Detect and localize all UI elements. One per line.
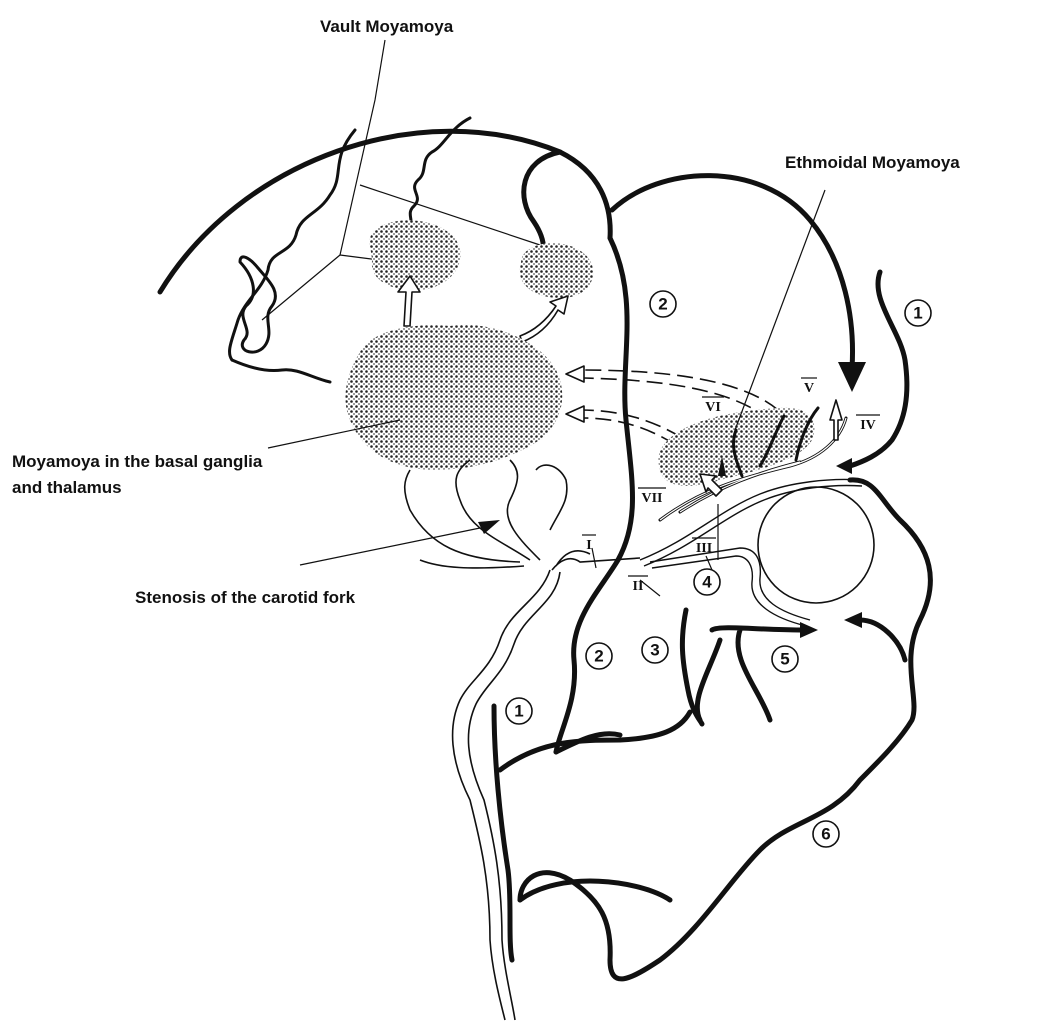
marker-1-top: 1 — [905, 300, 931, 326]
ethmoidal-moyamoya-patch — [658, 408, 814, 486]
artery-middle-meningeal-arc — [612, 176, 853, 368]
vault-moyamoya-patch-right — [520, 243, 593, 298]
roman-V: V — [801, 378, 817, 396]
roman-VII: VII — [638, 488, 666, 506]
label-vault-moyamoya: Vault Moyamoya — [320, 17, 454, 36]
svg-text:III: III — [696, 541, 712, 556]
orbit-globe — [758, 487, 874, 603]
svg-text:VI: VI — [705, 400, 721, 415]
svg-text:1: 1 — [913, 304, 922, 323]
stenosis-arrow — [478, 520, 500, 534]
svg-text:2: 2 — [658, 295, 667, 314]
carotid-fork-branches — [405, 460, 640, 570]
artery-5-maxillary — [697, 628, 800, 720]
label-basal-ganglia-line1: Moyamoya in the basal ganglia — [12, 452, 263, 471]
arrow-from-6-to-orbit — [860, 620, 905, 660]
stenosis-leader — [300, 528, 480, 565]
label-stenosis: Stenosis of the carotid fork — [135, 588, 356, 607]
marker-1-lower: 1 — [506, 698, 532, 724]
svg-text:3: 3 — [650, 641, 659, 660]
svg-text:I: I — [586, 538, 591, 553]
marker-2-lower: 2 — [586, 643, 612, 669]
svg-text:6: 6 — [821, 825, 830, 844]
dashed-arrow-lower-head — [566, 406, 584, 422]
arrow-to-vault-right — [520, 296, 568, 342]
marker-2-upper: 2 — [650, 291, 676, 317]
vault-vessel-right-hook — [524, 152, 560, 258]
roman-VI: VI — [702, 397, 724, 415]
svg-text:4: 4 — [702, 573, 712, 592]
artery-1-right-arrowhead — [836, 458, 852, 474]
arc-arrowhead — [838, 362, 866, 392]
marker-4: 4 — [694, 569, 720, 595]
dashed-arrow-upper-head — [566, 366, 584, 382]
roman-III: III — [692, 538, 716, 556]
svg-text:VII: VII — [641, 491, 662, 506]
marker-3: 3 — [642, 637, 668, 663]
arrow-6-orbit-head — [844, 612, 862, 628]
internal-carotid-artery — [453, 570, 560, 1020]
external-carotid-trunk — [494, 706, 512, 960]
artery-2-superficial-temporal — [556, 238, 633, 752]
external-carotid-lower-loop — [520, 881, 670, 900]
svg-text:1: 1 — [514, 702, 523, 721]
roman-I: I — [582, 535, 596, 553]
label-basal-ganglia-line2: and thalamus — [12, 478, 122, 497]
marker-5: 5 — [772, 646, 798, 672]
svg-text:II: II — [633, 579, 644, 594]
marker-6: 6 — [813, 821, 839, 847]
vault-vessel-left — [230, 130, 355, 360]
dashed-arrow-upper — [580, 370, 778, 410]
roman-IV: IV — [856, 415, 880, 433]
vault-moyamoya-patch-left — [370, 220, 461, 290]
svg-text:2: 2 — [594, 647, 603, 666]
svg-text:5: 5 — [780, 650, 789, 669]
svg-text:V: V — [804, 381, 814, 396]
basal-ganglia-moyamoya-patch — [345, 325, 562, 470]
roman-II: II — [628, 576, 648, 594]
arrow-5-head — [800, 622, 818, 638]
svg-text:IV: IV — [860, 418, 876, 433]
label-ethmoidal-moyamoya: Ethmoidal Moyamoya — [785, 153, 960, 172]
